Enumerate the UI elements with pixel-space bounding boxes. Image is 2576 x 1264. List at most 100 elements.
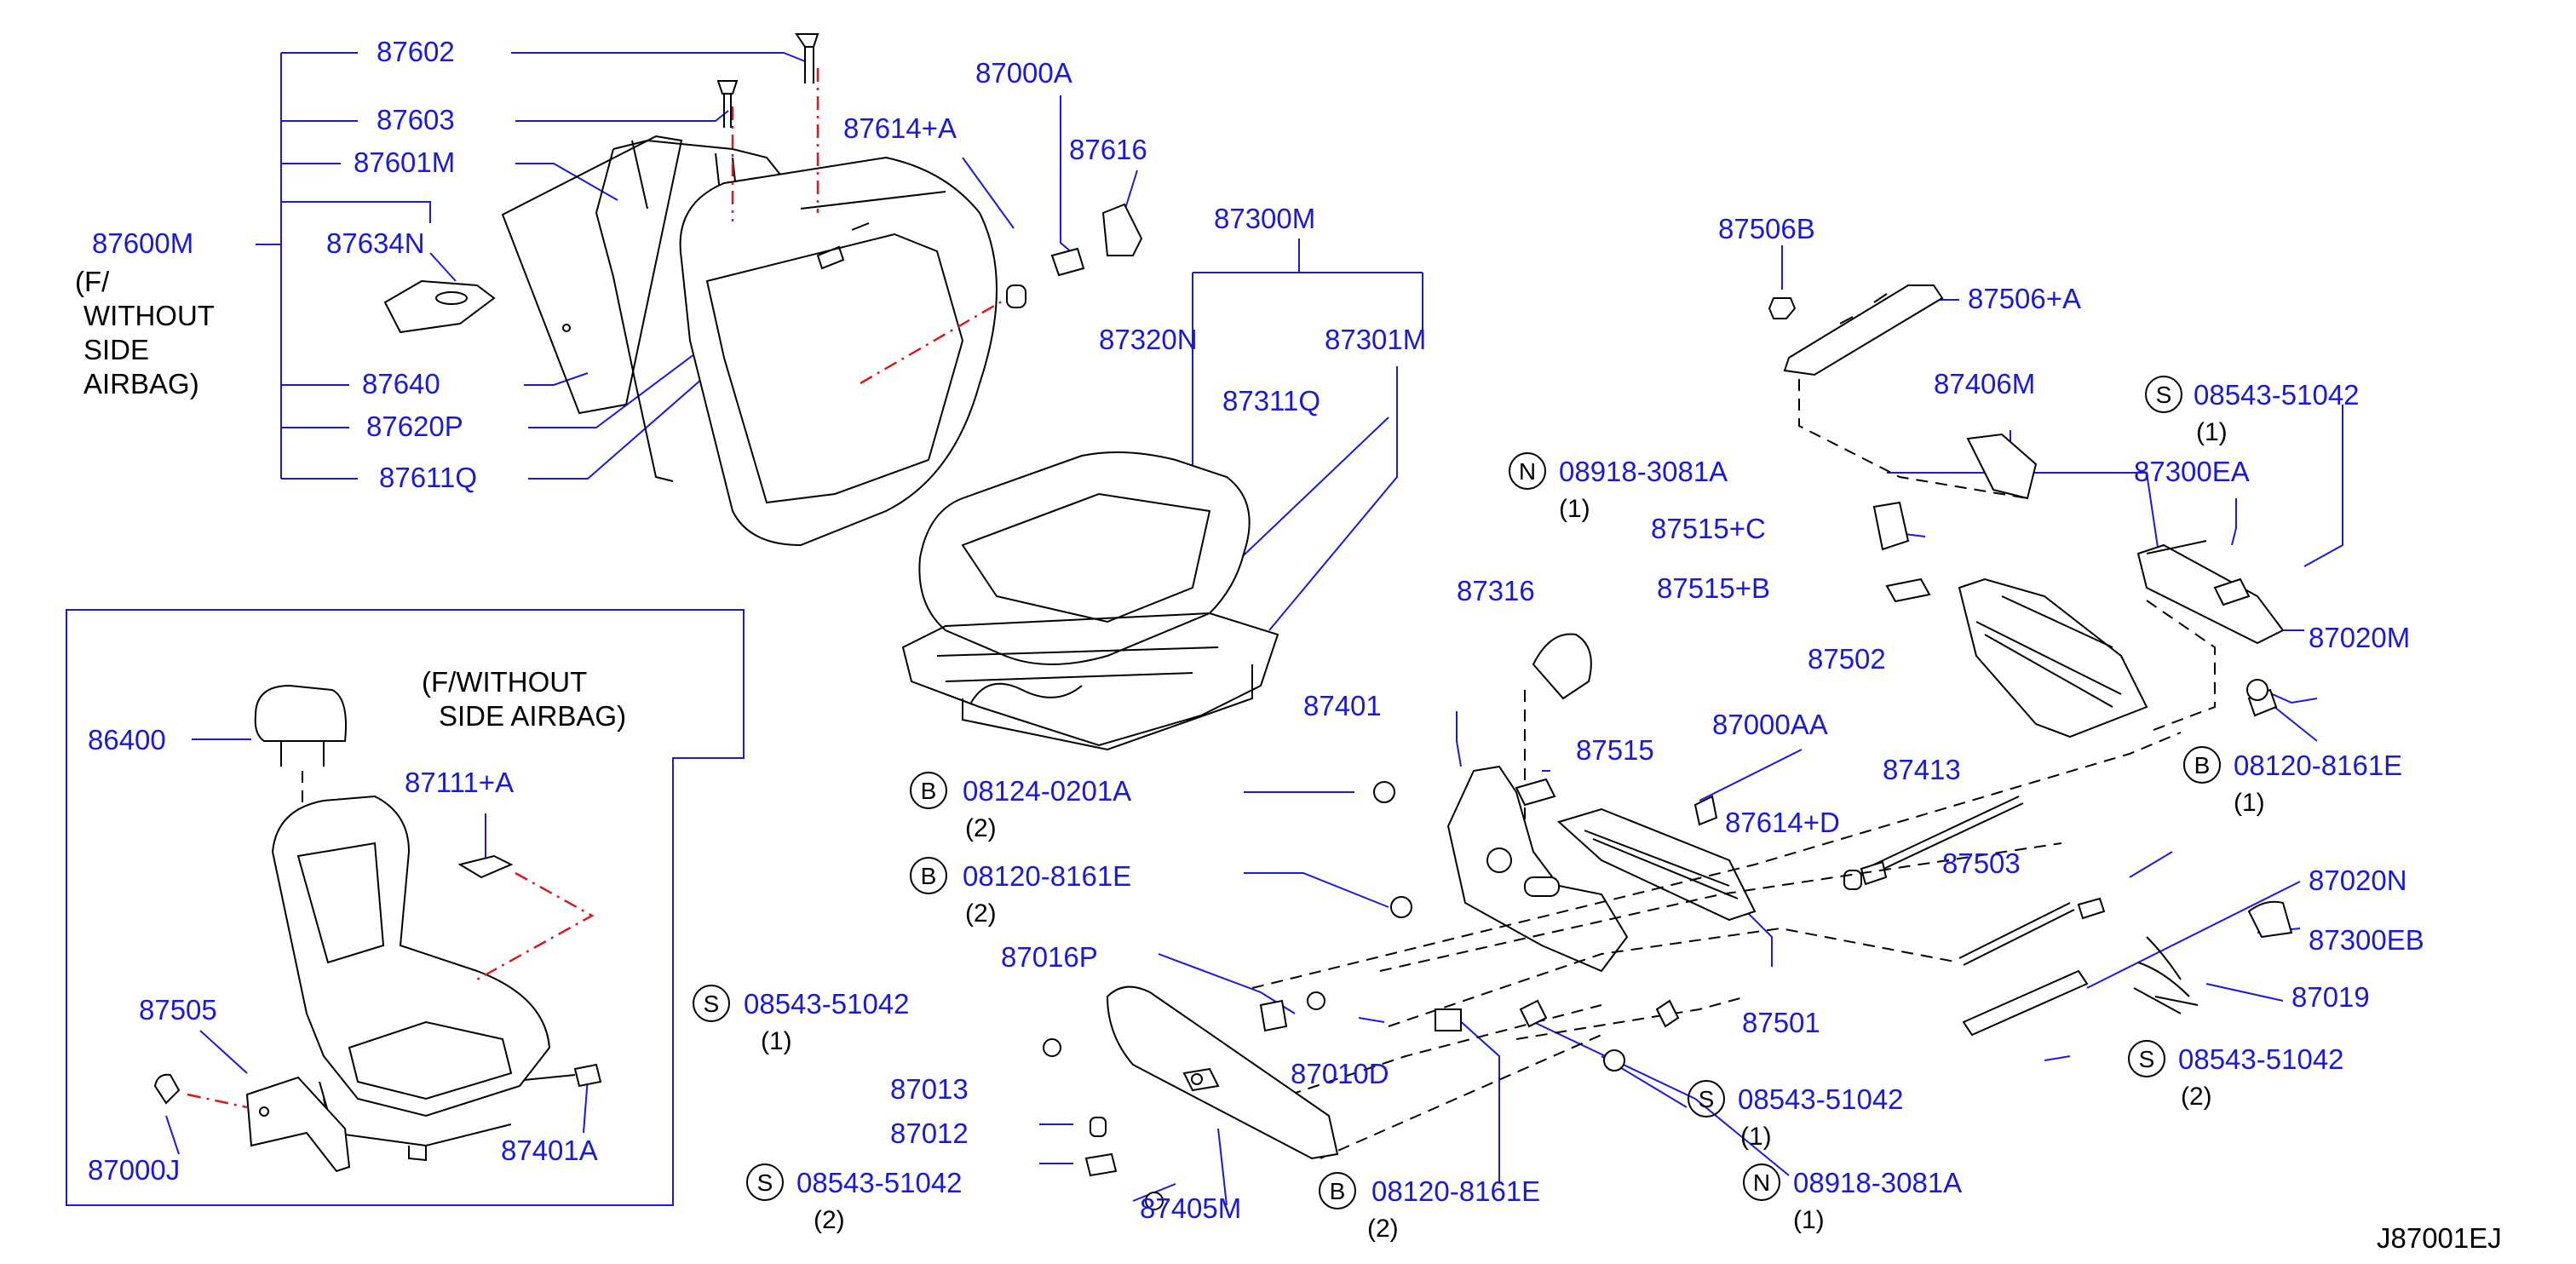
label-87300EA: 87300EA bbox=[2134, 456, 2250, 487]
bolt-b-mid: B 08120-8161E (2) bbox=[910, 857, 1131, 928]
note-texts: (F/ WITHOUT SIDE AIRBAG) (F/WITHOUT SIDE… bbox=[75, 266, 2502, 1254]
svg-text:S: S bbox=[757, 1169, 773, 1196]
note-without-airbag-4: AIRBAG) bbox=[83, 368, 199, 399]
svg-text:(1): (1) bbox=[1793, 1206, 1825, 1234]
bolt-b-right: B 08120-8161E (1) bbox=[2183, 746, 2402, 817]
label-87405M: 87405M bbox=[1140, 1192, 1241, 1224]
note-without-airbag-3: SIDE bbox=[83, 334, 149, 365]
label-87515: 87515 bbox=[1576, 734, 1654, 766]
label-87111A: 87111+A bbox=[405, 767, 514, 798]
svg-text:N: N bbox=[1519, 458, 1536, 485]
label-87600M: 87600M bbox=[92, 227, 193, 259]
label-87020M: 87020M bbox=[2309, 622, 2410, 653]
svg-text:N: N bbox=[1753, 1169, 1770, 1196]
svg-text:08543-51042: 08543-51042 bbox=[796, 1167, 963, 1198]
svg-text:08543-51042: 08543-51042 bbox=[744, 988, 910, 1020]
label-87614D: 87614+D bbox=[1725, 807, 1840, 838]
inset-panel bbox=[66, 609, 745, 1206]
seat-cushion-group bbox=[901, 238, 1423, 751]
label-87413: 87413 bbox=[1883, 754, 1961, 785]
label-87300M: 87300M bbox=[1214, 203, 1315, 234]
label-87013: 87013 bbox=[890, 1073, 969, 1105]
label-87019: 87019 bbox=[2291, 981, 2370, 1013]
svg-text:B: B bbox=[2194, 752, 2211, 779]
svg-text:B: B bbox=[1330, 1178, 1346, 1204]
label-87020N: 87020N bbox=[2309, 865, 2407, 896]
label-87515C: 87515+C bbox=[1651, 513, 1766, 544]
bolt-n-top: N 08918-3081A (1) bbox=[1509, 452, 1728, 523]
svg-text:(1): (1) bbox=[1559, 495, 1590, 523]
label-87506B: 87506B bbox=[1718, 213, 1815, 244]
label-87611Q: 87611Q bbox=[379, 462, 477, 493]
svg-text:(2): (2) bbox=[965, 899, 997, 928]
bolt-b-0201: B 08124-0201A (2) bbox=[910, 772, 1131, 842]
svg-text:(1): (1) bbox=[761, 1027, 792, 1055]
seat-back-group bbox=[256, 33, 1143, 547]
label-87614A: 87614+A bbox=[843, 112, 957, 144]
svg-text:(1): (1) bbox=[2196, 418, 2228, 446]
label-87515B: 87515+B bbox=[1657, 572, 1770, 604]
bolt-s-mid-left: S 08543-51042 (1) bbox=[693, 985, 910, 1055]
svg-text:S: S bbox=[2156, 382, 2172, 408]
svg-text:(1): (1) bbox=[1740, 1123, 1772, 1151]
label-87603: 87603 bbox=[377, 104, 455, 135]
label-87506A: 87506+A bbox=[1968, 283, 2081, 314]
svg-text:(2): (2) bbox=[965, 814, 997, 842]
label-87300EB: 87300EB bbox=[2309, 924, 2424, 956]
inset-note-1: (F/WITHOUT bbox=[422, 666, 587, 698]
svg-text:08543-51042: 08543-51042 bbox=[2178, 1043, 2344, 1075]
label-87602: 87602 bbox=[377, 36, 455, 67]
label-87000A: 87000A bbox=[975, 57, 1072, 89]
svg-text:(2): (2) bbox=[2181, 1083, 2212, 1111]
label-87505: 87505 bbox=[139, 994, 217, 1026]
svg-text:S: S bbox=[2139, 1046, 2155, 1072]
inset-note-2: SIDE AIRBAG) bbox=[439, 700, 626, 732]
label-87501: 87501 bbox=[1742, 1007, 1820, 1038]
diagram-id: J87001EJ bbox=[2377, 1222, 2502, 1254]
label-87000J: 87000J bbox=[88, 1154, 180, 1186]
svg-text:B: B bbox=[921, 778, 937, 804]
seat-rails-group bbox=[1768, 245, 2343, 742]
svg-text:08120-8161E: 08120-8161E bbox=[2234, 750, 2402, 781]
label-87640: 87640 bbox=[362, 368, 440, 399]
svg-text:08918-3081A: 08918-3081A bbox=[1559, 456, 1728, 487]
label-87016P: 87016P bbox=[1001, 941, 1098, 973]
label-87502: 87502 bbox=[1808, 643, 1886, 675]
label-87010D: 87010D bbox=[1291, 1058, 1389, 1089]
svg-text:B: B bbox=[921, 863, 937, 889]
note-without-airbag-1: (F/ bbox=[75, 266, 110, 297]
bolt-s-bottom-left: S 08543-51042 (2) bbox=[746, 1163, 963, 1234]
label-87401: 87401 bbox=[1303, 690, 1382, 721]
bolt-callouts: S 08543-51042 (1) N 08918-3081A (1) B 08… bbox=[693, 376, 2402, 1243]
svg-text:(2): (2) bbox=[814, 1206, 845, 1234]
svg-text:08120-8161E: 08120-8161E bbox=[1371, 1175, 1540, 1207]
label-87601M: 87601M bbox=[354, 147, 455, 178]
svg-text:08543-51042: 08543-51042 bbox=[2194, 379, 2360, 411]
note-without-airbag-2: WITHOUT bbox=[83, 300, 215, 331]
svg-text:08543-51042: 08543-51042 bbox=[1738, 1083, 1904, 1115]
bolt-s-bottom-right: S 08543-51042 (2) bbox=[2128, 1040, 2344, 1111]
label-86400: 86400 bbox=[88, 724, 166, 756]
label-87503: 87503 bbox=[1942, 847, 2021, 879]
label-87634N: 87634N bbox=[326, 227, 425, 259]
seat-slide-group bbox=[1039, 633, 2301, 1210]
label-87301M: 87301M bbox=[1325, 324, 1426, 355]
svg-text:S: S bbox=[1699, 1086, 1715, 1112]
label-87406M: 87406M bbox=[1934, 368, 2035, 399]
svg-text:(1): (1) bbox=[2234, 789, 2265, 817]
svg-text:08918-3081A: 08918-3081A bbox=[1793, 1167, 1962, 1198]
bolt-s-bottom-mid: S 08543-51042 (1) bbox=[1688, 1080, 1904, 1151]
label-87311Q: 87311Q bbox=[1222, 385, 1320, 417]
svg-text:08120-8161E: 08120-8161E bbox=[963, 860, 1131, 892]
bolt-b-bottom: B 08120-8161E (2) bbox=[1319, 1172, 1540, 1243]
label-87320N: 87320N bbox=[1099, 324, 1198, 355]
bolt-n-bottom: N 08918-3081A (1) bbox=[1743, 1163, 1962, 1234]
label-87012: 87012 bbox=[890, 1117, 969, 1149]
svg-text:S: S bbox=[704, 991, 720, 1017]
bolt-s-top-right: S 08543-51042 (1) bbox=[2145, 376, 2360, 446]
label-87000AA: 87000AA bbox=[1712, 709, 1828, 740]
part-labels: 87602 87603 87601M 87600M 87634N 87640 8… bbox=[88, 36, 2424, 1224]
svg-text:08124-0201A: 08124-0201A bbox=[963, 775, 1131, 807]
label-87620P: 87620P bbox=[366, 411, 463, 442]
